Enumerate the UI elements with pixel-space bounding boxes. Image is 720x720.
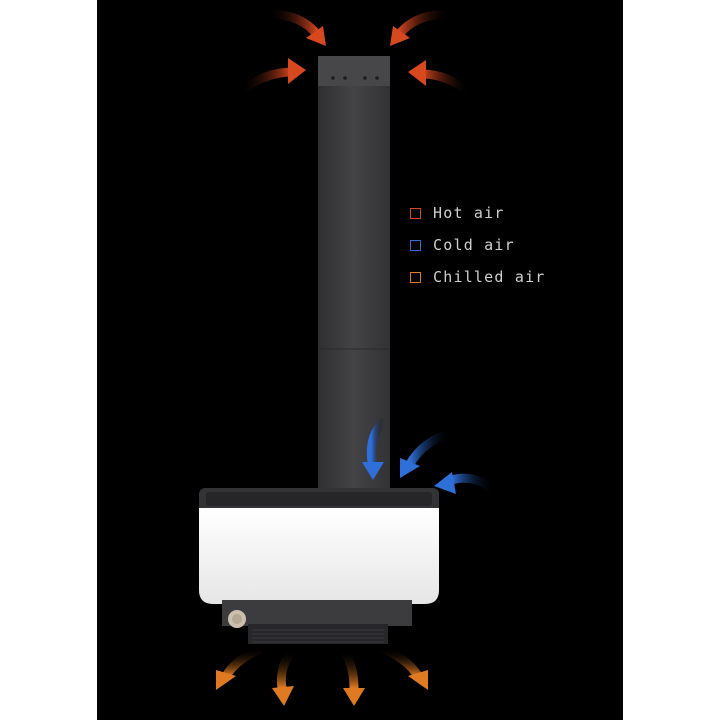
legend-item-cold-air: Cold air	[410, 235, 610, 255]
base-unit	[199, 488, 439, 644]
knob-icon	[228, 610, 246, 628]
hot-air-arrows	[235, 9, 475, 99]
tower-screw	[343, 76, 347, 80]
curved-arrow-icon	[263, 9, 326, 46]
curved-arrow-icon	[390, 9, 455, 46]
cold-air-arrows	[362, 417, 499, 495]
curved-arrow-icon	[272, 645, 297, 706]
vent-grille	[252, 629, 384, 643]
hot-air-swatch	[410, 207, 421, 219]
curved-arrow-icon	[339, 645, 365, 706]
legend: Hot air Cold air Chilled air	[410, 203, 610, 299]
legend-label: Chilled air	[433, 268, 546, 286]
curved-arrow-icon	[400, 429, 455, 478]
legend-label: Hot air	[433, 204, 505, 222]
curved-arrow-icon	[434, 472, 499, 495]
legend-item-chilled-air: Chilled air	[410, 267, 610, 287]
unit-underside	[222, 600, 412, 626]
legend-label: Cold air	[433, 236, 515, 254]
tower-screw	[363, 76, 367, 80]
unit-body	[199, 508, 439, 604]
tower-cap	[318, 56, 390, 86]
curved-arrow-icon	[216, 643, 267, 690]
curved-arrow-icon	[362, 417, 389, 480]
tower-screw	[331, 76, 335, 80]
chilled-air-arrows	[216, 643, 428, 706]
tower-screw	[375, 76, 379, 80]
legend-item-hot-air: Hot air	[410, 203, 610, 223]
curved-arrow-icon	[235, 58, 306, 97]
cold-air-swatch	[410, 239, 421, 251]
curved-arrow-icon	[408, 60, 475, 99]
unit-rim-inner	[206, 492, 432, 506]
chilled-air-swatch	[410, 271, 421, 283]
curved-arrow-icon	[377, 643, 428, 690]
